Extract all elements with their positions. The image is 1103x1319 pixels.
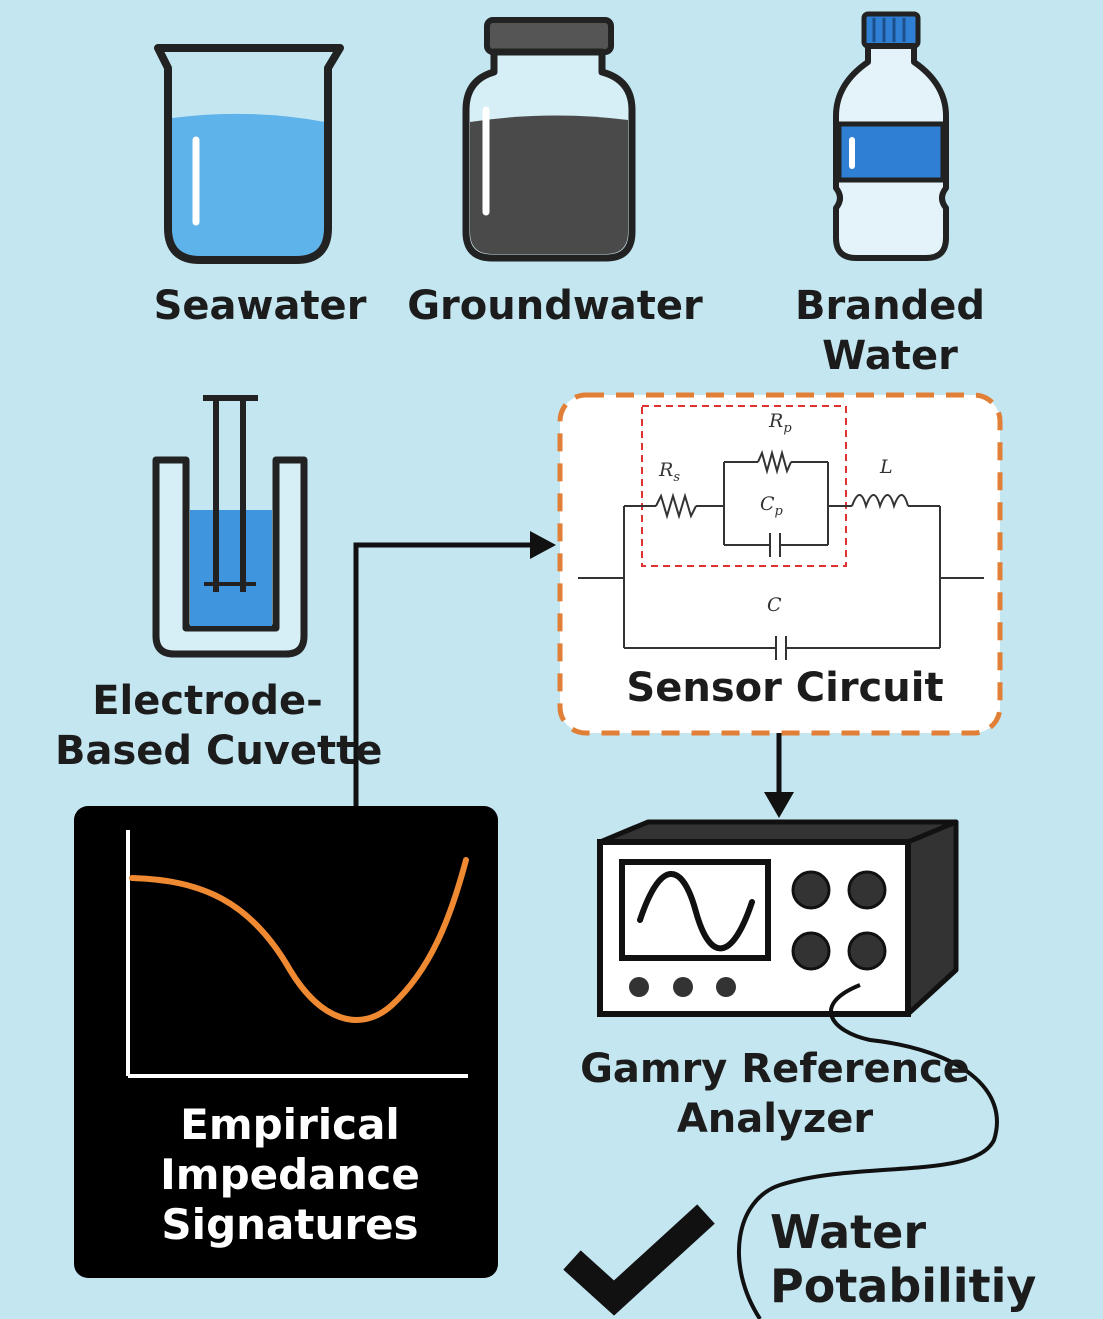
cuvette-label: Electrode- Based Cuvette (55, 676, 383, 776)
inductor-label: L (880, 456, 893, 478)
flow-arrow-to-analyzer (764, 733, 794, 818)
impedance-curve (129, 857, 469, 1023)
rs-base: R (659, 459, 674, 481)
seawater-text: Seawater (153, 283, 367, 329)
potability-line1: Water (770, 1205, 927, 1259)
cp-component-label: Cp (760, 493, 783, 519)
cuvette-line1: Electrode- (92, 678, 323, 724)
analyzer-instrument-icon (597, 819, 959, 1017)
rs-sub: s (673, 469, 680, 485)
cuvette-line2: Based Cuvette (55, 728, 383, 774)
branded-water-label: Branded Water (790, 281, 990, 381)
beaker-icon (154, 44, 344, 264)
rp-component-label: Rp (769, 410, 792, 436)
analyzer-cable (737, 983, 999, 1319)
cp-sub: p (774, 503, 783, 519)
jar-icon (462, 17, 636, 262)
inductor-text: L (880, 456, 893, 478)
branded-water-line1: Branded (794, 283, 986, 329)
potability-line2: Potabilitiy (770, 1259, 1037, 1313)
capacitor-label: C (767, 594, 782, 616)
analyzer-line2: Analyzer (676, 1096, 874, 1142)
sensor-circuit-title: Sensor Circuit (615, 663, 955, 713)
impedance-signatures-panel (74, 806, 498, 1278)
branded-water-line2: Water (822, 333, 958, 379)
potability-label: Water Potabilitiy (770, 1205, 1037, 1313)
capacitor-text: C (767, 594, 782, 616)
groundwater-text: Groundwater (407, 283, 703, 329)
rs-component-label: Rs (659, 459, 680, 485)
signatures-line1: Empirical (180, 1100, 400, 1149)
cp-base: C (760, 493, 775, 515)
rp-sub: p (783, 420, 792, 436)
circuit-schematic (578, 449, 984, 660)
electrode-cuvette-icon (152, 395, 308, 658)
signatures-label: Empirical Impedance Signatures (140, 1100, 440, 1250)
signatures-line3: Signatures (161, 1200, 419, 1249)
sensor-circuit-text: Sensor Circuit (626, 665, 944, 711)
resistor-rp-symbol (757, 449, 792, 475)
analyzer-label: Gamry Reference Analyzer (575, 1044, 975, 1144)
inductor-symbol (851, 494, 909, 510)
checkmark-icon (563, 1204, 715, 1316)
rp-base: R (769, 410, 784, 432)
groundwater-label: Groundwater (405, 281, 705, 331)
analyzer-line1: Gamry Reference (580, 1046, 970, 1092)
bottle-icon (833, 11, 949, 261)
resistor-rs-symbol (655, 492, 697, 520)
flow-arrow-to-circuit (353, 531, 556, 806)
seawater-label: Seawater (150, 281, 370, 331)
waveform-display (637, 871, 755, 952)
signatures-line2: Impedance (160, 1150, 420, 1199)
